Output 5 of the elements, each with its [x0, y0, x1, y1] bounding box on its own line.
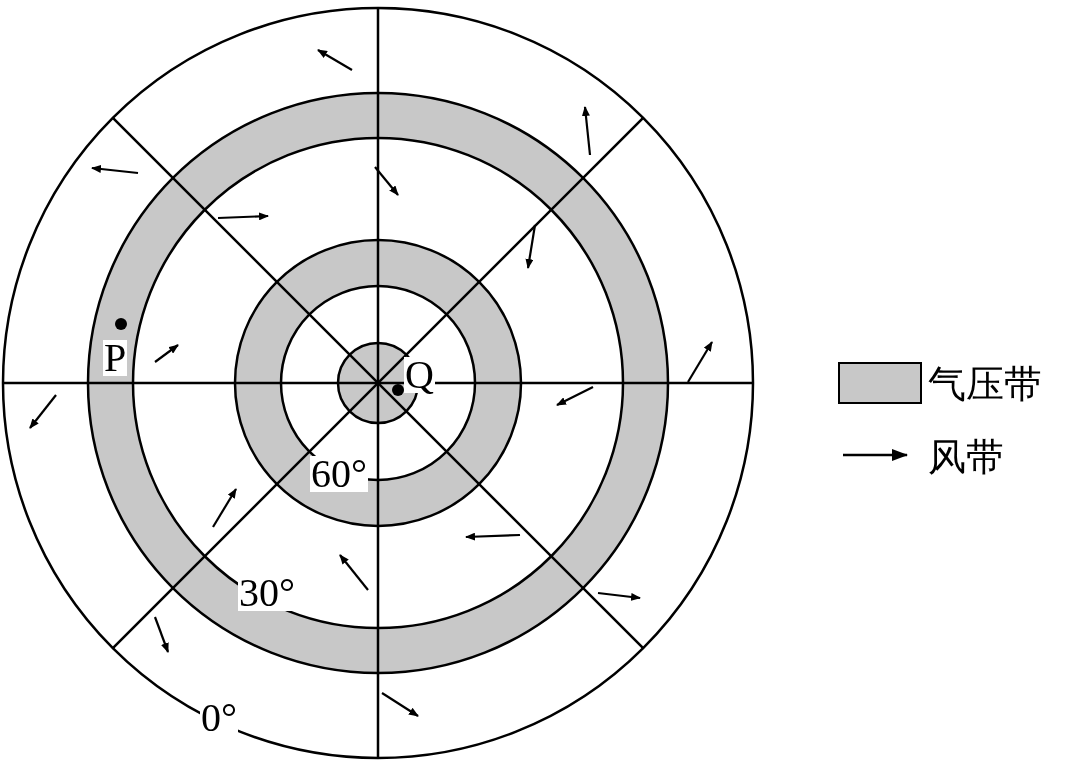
legend-label: 气压带: [928, 364, 1042, 404]
legend-label: 风带: [928, 437, 1004, 477]
point-label: P: [103, 340, 128, 376]
point-label: Q: [404, 357, 435, 393]
latitude-label: 60°: [310, 456, 368, 492]
